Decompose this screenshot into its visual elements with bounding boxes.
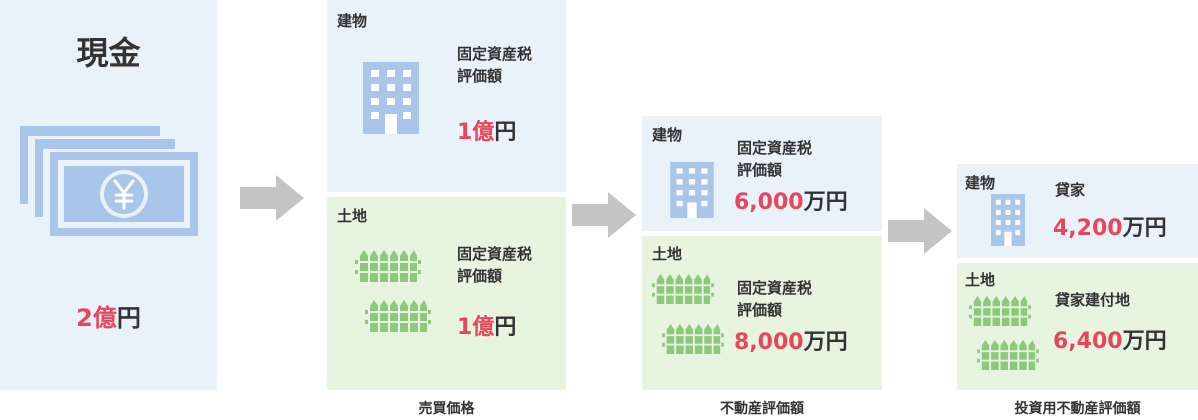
building-icon — [991, 194, 1025, 246]
building-label: 建物 — [965, 174, 996, 192]
stage3-land-panel: 土地 貸家建付地 6,400万円 — [957, 263, 1198, 390]
land-label: 土地 — [337, 207, 368, 225]
building-value: 4,200万円 — [1053, 216, 1167, 241]
stage2-building-panel: 建物 固定資産税評価額 6,000万円 — [642, 116, 882, 231]
land-desc: 固定資産税評価額 — [457, 245, 533, 285]
fence-icon — [355, 250, 421, 282]
arrow-right-icon — [888, 208, 952, 254]
building-desc: 固定資産税評価額 — [737, 139, 813, 179]
fence-icon — [969, 296, 1031, 326]
building-icon — [363, 62, 419, 134]
stage3-building-panel: 建物 貸家 4,200万円 — [957, 164, 1198, 258]
building-value: 6,000万円 — [734, 190, 848, 215]
land-desc: 貸家建付地 — [1055, 291, 1131, 309]
land-label: 土地 — [965, 271, 996, 289]
stage2-land-panel: 土地 固定資産税評価額 8,000万円 — [642, 236, 882, 390]
building-icon — [670, 162, 714, 218]
fence-icon — [662, 324, 724, 354]
stage3-caption: 投資用不動産評価額 — [1014, 401, 1141, 417]
building-label: 建物 — [337, 12, 368, 30]
stage1-building-panel: 建物 固定資産税評価額 1億円 — [327, 0, 566, 192]
building-label: 建物 — [652, 126, 683, 144]
cash-panel: 現金 2億円 — [0, 0, 217, 390]
land-desc: 固定資産税評価額 — [737, 279, 813, 319]
building-desc: 固定資産税評価額 — [457, 45, 533, 85]
land-value: 8,000万円 — [734, 330, 848, 355]
building-value: 1億円 — [457, 120, 517, 145]
land-value: 1億円 — [457, 315, 517, 340]
banknote-stack-icon — [20, 126, 200, 236]
stage1-land-panel: 土地 固定資産税評価額 1億円 — [327, 197, 566, 390]
stage1-caption: 売買価格 — [418, 401, 475, 417]
fence-icon — [365, 300, 431, 332]
building-desc: 貸家 — [1055, 181, 1086, 199]
cash-title: 現金 — [76, 34, 141, 72]
land-value: 6,400万円 — [1053, 329, 1167, 354]
cash-value: 2億円 — [76, 304, 141, 332]
arrow-right-icon — [240, 175, 304, 221]
stage2-caption: 不動産評価額 — [720, 401, 804, 417]
fence-icon — [652, 274, 714, 304]
arrow-right-icon — [572, 192, 636, 238]
land-label: 土地 — [652, 245, 683, 263]
fence-icon — [977, 340, 1039, 370]
